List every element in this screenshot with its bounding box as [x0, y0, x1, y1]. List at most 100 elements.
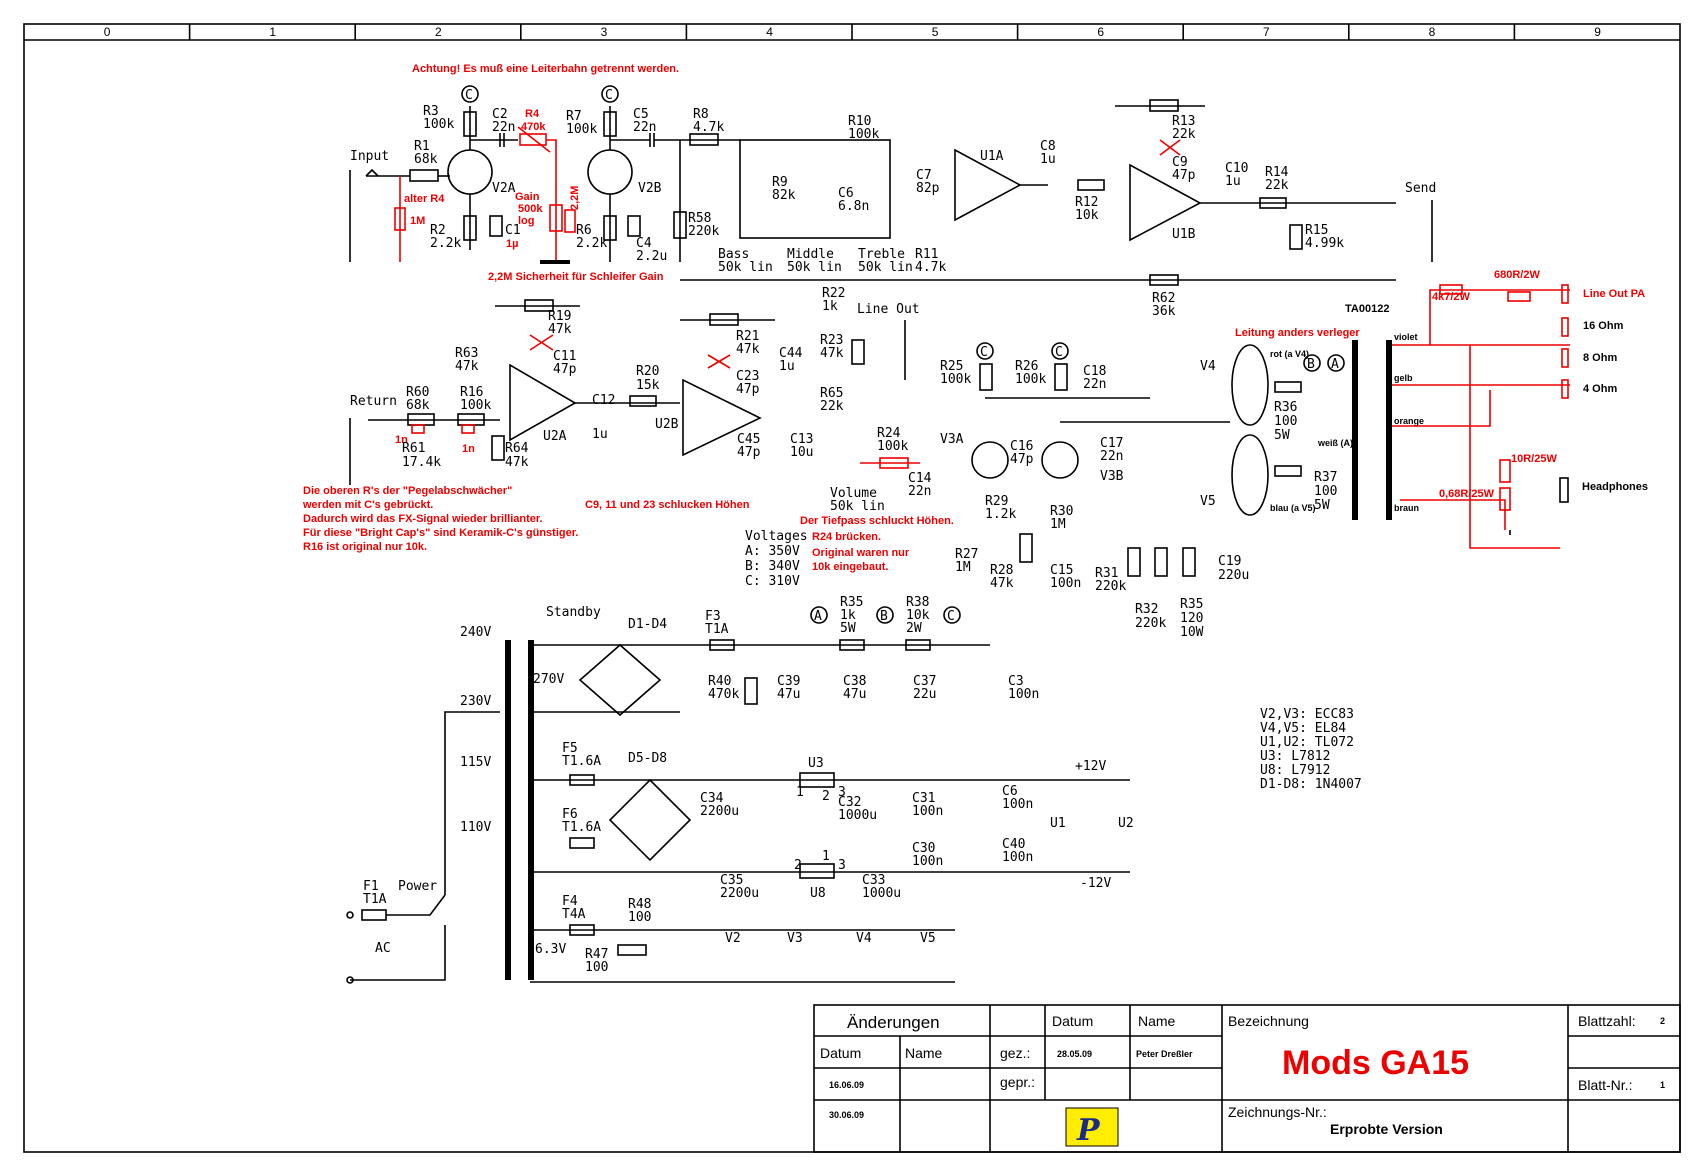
svg-text:47k: 47k — [820, 346, 844, 361]
svg-text:2.2k: 2.2k — [576, 236, 607, 251]
svg-text:braun: braun — [1394, 503, 1419, 513]
regulator-u3 — [799, 772, 835, 788]
svg-text:47k: 47k — [455, 359, 479, 374]
svg-text:1u: 1u — [779, 359, 795, 374]
svg-text:C13: C13 — [790, 432, 813, 447]
svg-text:C: 310V: C: 310V — [745, 574, 800, 589]
svg-text:100: 100 — [585, 960, 608, 975]
svg-text:47u: 47u — [843, 687, 866, 702]
svg-text:C30: C30 — [912, 841, 935, 856]
svg-text:50k lin: 50k lin — [787, 260, 842, 275]
svg-text:6.8n: 6.8n — [838, 199, 869, 214]
svg-text:Gain: Gain — [515, 191, 540, 203]
svg-text:R27: R27 — [955, 547, 978, 562]
svg-text:C: C — [1055, 345, 1063, 360]
svg-text:C: C — [605, 88, 613, 103]
svg-text:R25: R25 — [940, 359, 963, 374]
grid-column-3: 3 — [601, 25, 608, 39]
svg-text:C: C — [980, 345, 988, 360]
svg-text:R4: R4 — [525, 108, 540, 120]
svg-text:A: 350V: A: 350V — [745, 544, 800, 559]
svg-text:C12: C12 — [592, 393, 615, 408]
svg-text:C33: C33 — [862, 873, 885, 888]
svg-text:V2A: V2A — [492, 181, 516, 196]
svg-text:100n: 100n — [1002, 797, 1033, 812]
svg-text:D5-D8: D5-D8 — [628, 751, 667, 766]
svg-text:1u: 1u — [592, 427, 608, 442]
svg-text:U1: U1 — [1050, 816, 1066, 831]
svg-text:Blatt-Nr.:: Blatt-Nr.: — [1578, 1077, 1632, 1093]
svg-text:C45: C45 — [737, 432, 760, 447]
svg-text:2.2k: 2.2k — [430, 236, 461, 251]
svg-text:F6: F6 — [562, 807, 578, 822]
svg-text:gez.:: gez.: — [1000, 1045, 1030, 1061]
svg-text:30.06.09: 30.06.09 — [829, 1110, 864, 1120]
svg-text:10k: 10k — [906, 608, 930, 623]
svg-text:220k: 220k — [688, 224, 719, 239]
bridge-d5-d8 — [608, 778, 692, 862]
svg-text:C16: C16 — [1010, 439, 1033, 454]
svg-text:weiß (A): weiß (A) — [1317, 438, 1353, 448]
grid-column-1: 1 — [269, 25, 276, 39]
svg-text:22n: 22n — [908, 484, 931, 499]
svg-text:U3: U3 — [808, 756, 824, 771]
svg-text:Name: Name — [1138, 1013, 1176, 1029]
svg-text:Headphones: Headphones — [1582, 481, 1648, 493]
svg-text:17.4k: 17.4k — [402, 455, 441, 470]
svg-text:C44: C44 — [779, 346, 803, 361]
svg-text:5W: 5W — [840, 621, 856, 636]
svg-text:2: 2 — [822, 789, 830, 804]
svg-text:U2: U2 — [1118, 816, 1134, 831]
svg-text:alter R4: alter R4 — [404, 193, 445, 205]
svg-text:C5: C5 — [633, 107, 649, 122]
svg-text:Power: Power — [398, 879, 437, 894]
svg-text:U2B: U2B — [655, 417, 679, 432]
svg-text:Volume: Volume — [830, 486, 877, 501]
svg-text:R26: R26 — [1015, 359, 1038, 374]
svg-text:Dadurch wird das FX-Signal wie: Dadurch wird das FX-Signal wieder brilli… — [303, 513, 543, 525]
svg-text:50k lin: 50k lin — [830, 499, 885, 514]
svg-text:1.2k: 1.2k — [985, 507, 1016, 522]
svg-text:Return: Return — [350, 394, 397, 409]
svg-text:C8: C8 — [1040, 139, 1056, 154]
svg-text:R38: R38 — [906, 595, 929, 610]
svg-text:1k: 1k — [822, 299, 838, 314]
bridge-d1-d4 — [578, 643, 662, 717]
svg-text:C34: C34 — [700, 791, 724, 806]
svg-text:Änderungen: Änderungen — [847, 1013, 940, 1032]
svg-text:R36: R36 — [1274, 400, 1297, 415]
svg-text:C3: C3 — [1008, 674, 1024, 689]
svg-text:100n: 100n — [912, 854, 943, 869]
svg-text:47p: 47p — [737, 445, 761, 460]
svg-text:A: A — [1331, 357, 1339, 372]
svg-text:B: B — [880, 609, 888, 624]
svg-text:blau (a V5): blau (a V5) — [1270, 503, 1316, 513]
svg-text:C31: C31 — [912, 791, 935, 806]
grid-column-9: 9 — [1594, 25, 1601, 39]
svg-text:47p: 47p — [1172, 168, 1196, 183]
svg-text:R24: R24 — [877, 426, 901, 441]
svg-text:Bezeichnung: Bezeichnung — [1228, 1013, 1309, 1029]
svg-text:C9, 11 und 23 schlucken Höhen: C9, 11 und 23 schlucken Höhen — [585, 499, 750, 511]
svg-text:Name: Name — [905, 1045, 943, 1061]
svg-text:D1-D8: 1N4007: D1-D8: 1N4007 — [1260, 777, 1362, 792]
svg-text:C32: C32 — [838, 795, 861, 810]
svg-text:R64: R64 — [505, 441, 529, 456]
svg-text:F1: F1 — [363, 879, 379, 894]
svg-text:1u: 1u — [1225, 174, 1241, 189]
svg-text:22n: 22n — [492, 120, 515, 135]
svg-text:100k: 100k — [423, 117, 454, 132]
tube-v2a — [447, 149, 493, 195]
svg-text:R60: R60 — [406, 385, 429, 400]
opamp-u1b — [1129, 163, 1202, 242]
svg-text:1M: 1M — [955, 560, 971, 575]
svg-text:B: 340V: B: 340V — [745, 559, 800, 574]
svg-text:100k: 100k — [848, 127, 879, 142]
tube-v5 — [1231, 434, 1269, 516]
svg-text:C18: C18 — [1083, 364, 1106, 379]
grid-column-7: 7 — [1263, 25, 1270, 39]
svg-text:F3: F3 — [705, 609, 721, 624]
svg-text:R2: R2 — [430, 223, 446, 238]
svg-text:violet: violet — [1394, 332, 1418, 342]
